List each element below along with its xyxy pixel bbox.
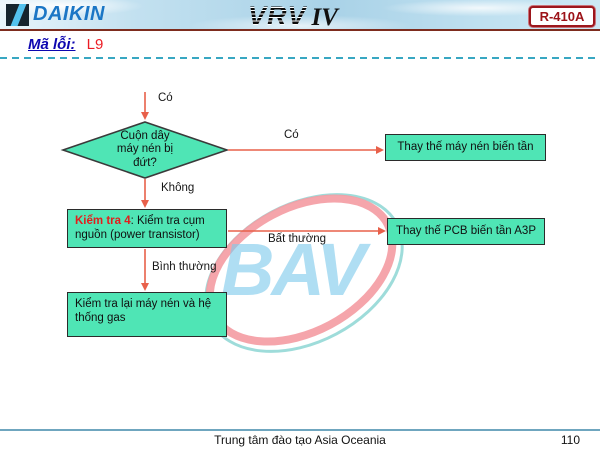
decision-diamond: Cuộn dây máy nén bị đứt? xyxy=(63,122,227,178)
daikin-slash-icon xyxy=(9,3,28,26)
footer-rule xyxy=(0,429,600,431)
diamond-yes-label: Có xyxy=(284,129,299,141)
dashed-separator xyxy=(0,57,600,59)
box-recheck-system: Kiểm tra lại máy nén và hệ thống gas xyxy=(67,292,227,337)
header-band: DAIKIN VRV IV R-410A xyxy=(0,0,600,31)
normal-label: Bình thường xyxy=(152,261,217,273)
box-replace-pcb: Thay thế PCB biến tần A3P xyxy=(387,218,545,245)
diamond-line-3: đứt? xyxy=(133,156,157,169)
diamond-no-label: Không xyxy=(161,182,195,194)
error-code-label: Mã lỗi: xyxy=(28,36,76,53)
daikin-logo: DAIKIN xyxy=(6,3,105,26)
box-replace-compressor: Thay thế máy nén biến tần xyxy=(385,134,546,161)
vrv-product-suffix: IV xyxy=(311,4,338,31)
diamond-line-2: máy nén bị xyxy=(116,143,174,156)
entry-yes-label: Có xyxy=(158,92,173,104)
abnormal-label: Bất thường xyxy=(268,233,327,245)
diamond-line-1: Cuộn dây xyxy=(120,129,170,142)
check4-description: : Kiểm tra cụm nguồn (power transistor) xyxy=(75,215,205,242)
daikin-brand-text: DAIKIN xyxy=(33,3,105,25)
footer-page-number: 110 xyxy=(560,433,580,447)
daikin-logo-icon xyxy=(6,3,29,26)
vrv-logo: VRV IV xyxy=(248,1,338,32)
error-code-line: Mã lỗi: L9 xyxy=(28,36,103,53)
refrigerant-badge: R-410A xyxy=(529,6,595,27)
error-code-value: L9 xyxy=(86,36,104,53)
box-check4: Kiểm tra 4: Kiểm tra cụm nguồn (power tr… xyxy=(67,209,227,248)
vrv-product-text: VRV xyxy=(248,1,307,31)
check4-title: Kiểm tra 4 xyxy=(75,215,131,227)
footer-training-center: Trung tâm đào tạo Asia Oceania xyxy=(214,433,386,447)
